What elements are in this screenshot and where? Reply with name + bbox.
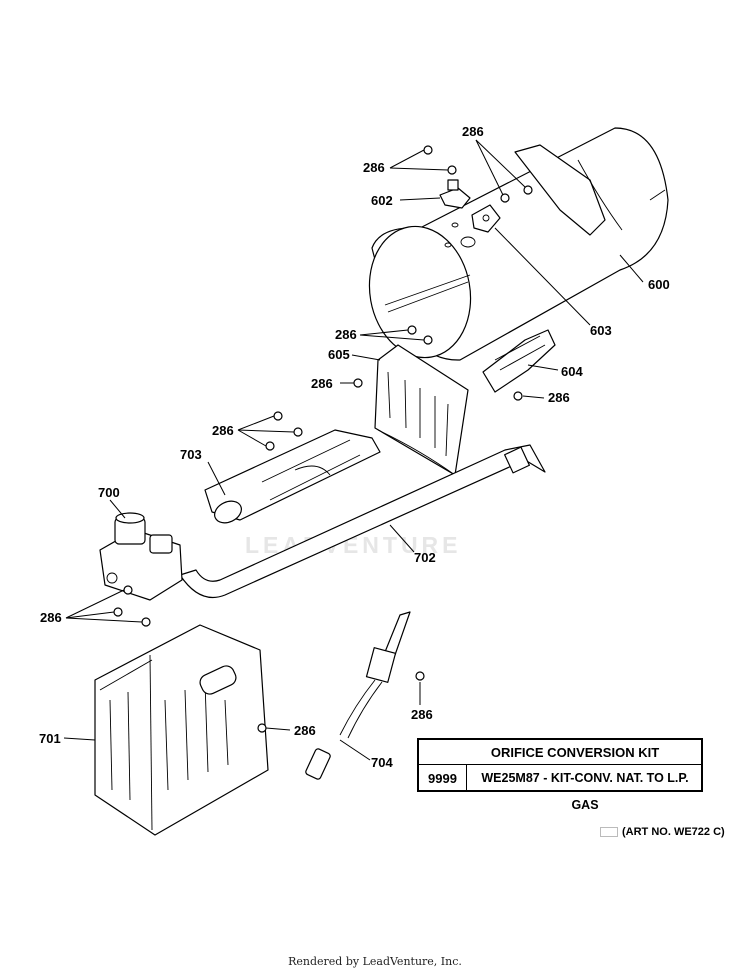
callout-286: 286: [363, 160, 385, 175]
callout-703: 703: [180, 447, 202, 462]
callout-286: 286: [311, 376, 333, 391]
callout-600: 600: [648, 277, 670, 292]
callout-286: 286: [335, 327, 357, 342]
callout-labels: 286 286 602 600 603 286 605 604 286 286 …: [39, 124, 670, 770]
callout-704: 704: [371, 755, 393, 770]
part-701-mounting-bracket[interactable]: [94, 624, 269, 836]
art-number-text: (ART NO. WE722 C): [622, 826, 725, 838]
part-602-flame-sensor[interactable]: [439, 179, 471, 209]
art-number: (ART NO. WE722 C): [600, 826, 740, 838]
part-604-bracket[interactable]: [482, 329, 556, 393]
part-603-thermal-switch[interactable]: [471, 204, 501, 233]
part-605-heat-shield[interactable]: [374, 344, 469, 476]
part-702-gas-tube[interactable]: [179, 444, 546, 599]
callout-602: 602: [371, 193, 393, 208]
part-703-burner[interactable]: [204, 429, 381, 527]
screws-286: [113, 145, 533, 733]
part-600-cylinder[interactable]: [359, 127, 669, 366]
callout-603: 603: [590, 323, 612, 338]
callout-286: 286: [294, 723, 316, 738]
callout-286: 286: [548, 390, 570, 405]
callout-286: 286: [212, 423, 234, 438]
callout-605: 605: [328, 347, 350, 362]
part-700-gas-valve[interactable]: [99, 512, 183, 601]
art-number-box: [600, 827, 618, 838]
leader-lines: [63, 139, 644, 761]
callout-286: 286: [40, 610, 62, 625]
kit-number[interactable]: 9999: [419, 765, 467, 792]
callout-286: 286: [411, 707, 433, 722]
kit-title: ORIFICE CONVERSION KIT: [419, 740, 701, 765]
part-704-igniter[interactable]: [305, 611, 411, 780]
orifice-conversion-kit-table: ORIFICE CONVERSION KIT 9999 WE25M87 - KI…: [417, 738, 703, 812]
callout-700: 700: [98, 485, 120, 500]
kit-description[interactable]: WE25M87 - KIT-CONV. NAT. TO L.P. GAS: [481, 771, 689, 812]
callout-702: 702: [414, 550, 436, 565]
callout-286: 286: [462, 124, 484, 139]
callout-701: 701: [39, 731, 61, 746]
callout-604: 604: [561, 364, 583, 379]
footer-credit: Rendered by LeadVenture, Inc.: [288, 955, 462, 968]
